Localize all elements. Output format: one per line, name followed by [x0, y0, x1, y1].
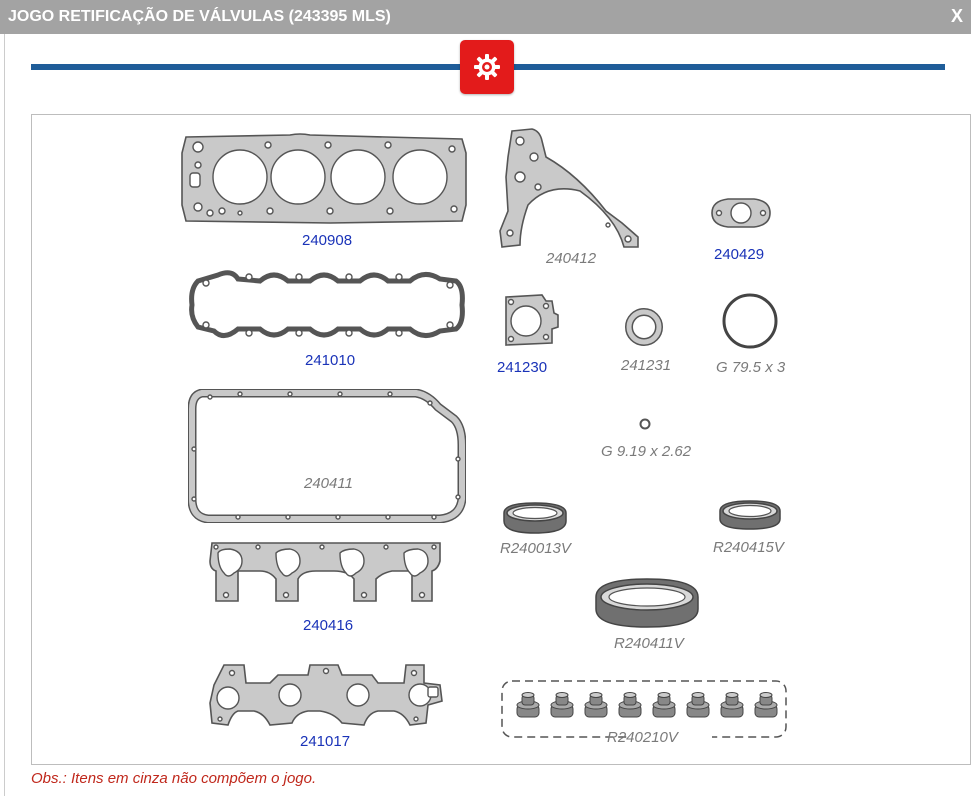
- part-code-240416[interactable]: 240416: [303, 617, 354, 634]
- intake-manifold-gasket-image: [209, 664, 443, 726]
- valve-cover-gasket-image: [189, 270, 465, 338]
- close-button[interactable]: X: [950, 6, 963, 26]
- rear-crank-seal-image: [595, 578, 699, 628]
- part-code-240429[interactable]: 240429: [714, 246, 765, 263]
- part-code-g919: G 9.19 x 2.62: [601, 443, 692, 460]
- flange-gasket-image: [711, 198, 771, 228]
- dialog-left-edge: [0, 34, 5, 796]
- part-code-241230[interactable]: 241230: [497, 359, 548, 376]
- dialog-title: JOGO RETIFICAÇÃO DE VÁLVULAS (243395 MLS…: [8, 8, 391, 25]
- seal-ring-image: [625, 308, 663, 346]
- valve-stem-seals-image: [501, 680, 787, 741]
- crank-seal-small-image: [503, 502, 567, 534]
- gear-button[interactable]: [460, 40, 514, 94]
- gear-icon: [474, 54, 500, 80]
- cam-seal-image: [719, 500, 781, 530]
- parts-panel: 240908 240412 240429 241010 241230: [31, 114, 971, 765]
- part-code-241017[interactable]: 241017: [300, 733, 351, 750]
- part-code-r240013v: R240013V: [500, 540, 571, 557]
- part-code-r240210v: R240210V: [607, 729, 678, 746]
- o-ring-large-image: [722, 293, 778, 349]
- part-code-g79: G 79.5 x 3: [716, 359, 786, 376]
- throttle-body-gasket-image: [505, 294, 559, 346]
- part-code-r240415v: R240415V: [713, 539, 784, 556]
- part-code-241010[interactable]: 241010: [305, 352, 356, 369]
- oil-pan-gasket-image: [188, 389, 466, 523]
- dialog-titlebar: JOGO RETIFICAÇÃO DE VÁLVULAS (243395 MLS…: [0, 0, 971, 34]
- part-code-241231: 241231: [621, 357, 672, 374]
- head-gasket-image: [181, 133, 467, 224]
- o-ring-small-image: [639, 418, 651, 430]
- obs-note: Obs.: Itens em cinza não compõem o jogo.: [31, 770, 317, 787]
- exhaust-manifold-gasket-image: [209, 542, 441, 602]
- timing-cover-gasket-image: [499, 128, 639, 248]
- part-code-r240411v: R240411V: [614, 635, 684, 652]
- part-code-240412: 240412: [546, 250, 597, 267]
- part-code-240411: 240411: [304, 475, 353, 492]
- part-code-240908[interactable]: 240908: [302, 232, 353, 249]
